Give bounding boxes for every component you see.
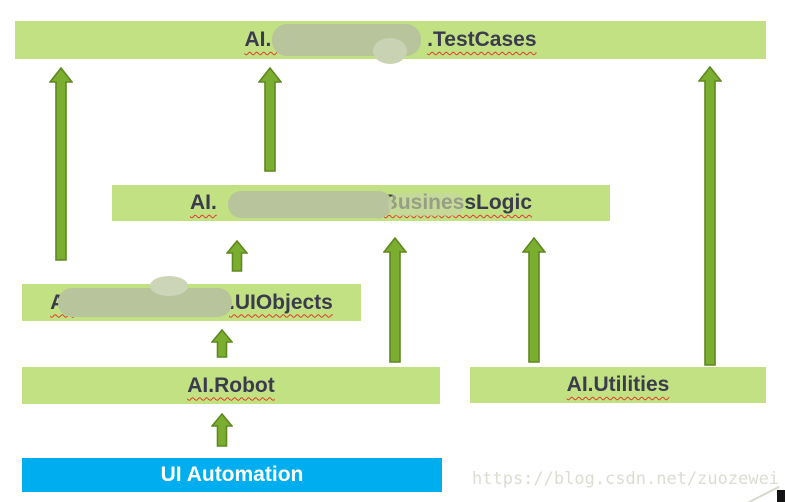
up-arrow-icon bbox=[697, 65, 723, 366]
label-prefix: AI. bbox=[244, 28, 278, 51]
arrow-utilities-to-testcases bbox=[697, 65, 723, 366]
node-robot: AI.Robot bbox=[22, 367, 440, 404]
arrow-uiobjects-to-businesslogic bbox=[225, 239, 249, 272]
label-suffix: .UIObjects bbox=[228, 290, 333, 314]
censor-blur bbox=[150, 276, 188, 296]
censor-blur bbox=[58, 288, 232, 317]
arrow-ui-automation-to-robot bbox=[210, 412, 234, 447]
censor-blur bbox=[373, 38, 407, 64]
node-ui-automation-label: UI Automation bbox=[160, 463, 304, 486]
arrow-businesslogic-to-testcases bbox=[257, 66, 283, 172]
arrow-utilities-to-businesslogic bbox=[521, 236, 547, 363]
up-arrow-icon bbox=[225, 239, 249, 272]
label-suffix: .TestCases bbox=[427, 28, 537, 51]
node-robot-label: AI.Robot bbox=[187, 373, 275, 397]
arrow-robot-to-uiobjects bbox=[210, 328, 234, 358]
up-arrow-icon bbox=[257, 66, 283, 172]
node-utilities: AI.Utilities bbox=[470, 367, 766, 403]
node-testcases-label: AI. .TestCases bbox=[244, 28, 536, 52]
text-cursor-mark bbox=[777, 490, 785, 502]
up-arrow-icon bbox=[210, 412, 234, 447]
label-prefix: AI. bbox=[189, 191, 217, 214]
arrow-uiobjects-to-testcases bbox=[48, 66, 74, 261]
watermark-url: https://blog.csdn.net/zuozewei bbox=[472, 469, 780, 489]
up-arrow-icon bbox=[382, 236, 408, 363]
arrow-robot-to-businesslogic bbox=[382, 236, 408, 363]
censor-blur bbox=[388, 193, 464, 216]
node-ui-automation: UI Automation bbox=[22, 458, 442, 492]
node-utilities-label: AI.Utilities bbox=[566, 373, 670, 396]
censor-blur bbox=[228, 191, 392, 218]
up-arrow-icon bbox=[521, 236, 547, 363]
up-arrow-icon bbox=[210, 328, 234, 358]
up-arrow-icon bbox=[48, 66, 74, 261]
